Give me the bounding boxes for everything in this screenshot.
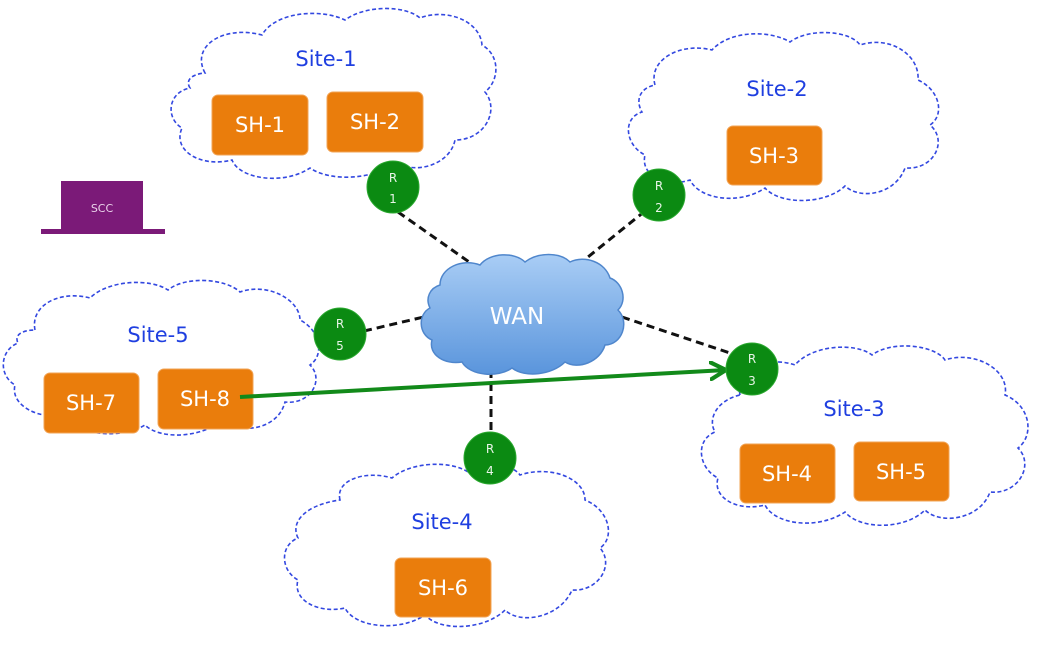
- laptop-base: [41, 229, 165, 234]
- router-label-line2: 2: [655, 201, 663, 215]
- router-r4[interactable]: R 4: [463, 431, 517, 485]
- wan-label: WAN: [490, 304, 544, 330]
- host-label: SH-8: [180, 387, 230, 411]
- router-r3[interactable]: R 3: [725, 342, 779, 396]
- host-label: SH-6: [418, 576, 468, 600]
- laptop-icon: [61, 181, 143, 230]
- site-2-cloud: Site-2 SH-3: [627, 31, 940, 202]
- router-label-line1: R: [486, 442, 494, 456]
- router-label-line2: 3: [748, 374, 756, 388]
- link-r5-wan: [363, 314, 429, 333]
- router-label-line2: 1: [389, 192, 397, 206]
- router-r5[interactable]: R 5: [313, 307, 367, 361]
- site-3-cloud: Site-3 SH-4 SH-5: [700, 345, 1029, 527]
- router-label-line1: R: [389, 171, 397, 185]
- router-label-line1: R: [655, 179, 663, 193]
- host-label: SH-5: [876, 460, 926, 484]
- host-sh-7[interactable]: SH-7: [43, 372, 140, 434]
- router-label-line1: R: [748, 352, 756, 366]
- link-r2-wan: [587, 209, 646, 259]
- router-label-line2: 4: [486, 464, 494, 478]
- site-4-cloud: Site-4 SH-6: [283, 463, 610, 628]
- site-2-label: Site-2: [746, 77, 807, 101]
- host-sh-5[interactable]: SH-5: [853, 441, 950, 502]
- link-r1-wan: [397, 210, 473, 266]
- router-label-line1: R: [336, 317, 344, 331]
- site-2-cloud-outline: [627, 31, 940, 202]
- host-label: SH-1: [235, 113, 285, 137]
- wan-cloud-shape: [420, 253, 625, 375]
- site-5-cloud-outline: [2, 279, 320, 436]
- host-label: SH-3: [749, 144, 799, 168]
- router-r2[interactable]: R 2: [632, 168, 686, 222]
- site-5-cloud: Site-5 SH-7 SH-8: [2, 279, 320, 436]
- wan-links: [363, 209, 731, 436]
- host-sh-1[interactable]: SH-1: [211, 94, 309, 156]
- link-r3-wan: [621, 315, 731, 355]
- site-1-cloud-outline: [170, 7, 497, 180]
- site-3-cloud-outline: [700, 345, 1029, 527]
- site-5-label: Site-5: [127, 323, 188, 347]
- site-3-label: Site-3: [823, 397, 884, 421]
- host-sh-4[interactable]: SH-4: [739, 443, 836, 504]
- scc-label: SCC: [91, 202, 114, 215]
- host-label: SH-4: [762, 462, 812, 486]
- flow-arrow-sh8-to-r3: [239, 370, 726, 399]
- host-sh-2[interactable]: SH-2: [326, 91, 424, 153]
- host-sh-3[interactable]: SH-3: [726, 125, 823, 186]
- host-label: SH-2: [350, 110, 400, 134]
- router-label-line2: 5: [336, 339, 344, 353]
- site-1-label: Site-1: [295, 47, 356, 71]
- site-4-label: Site-4: [411, 510, 472, 534]
- router-r1[interactable]: R 1: [366, 160, 420, 214]
- scc-laptop[interactable]: SCC: [41, 181, 165, 234]
- wan-cloud[interactable]: WAN: [420, 253, 625, 375]
- host-sh-8[interactable]: SH-8: [157, 368, 254, 430]
- host-label: SH-7: [66, 391, 116, 415]
- site-1-cloud: Site-1 SH-1 SH-2: [170, 7, 497, 180]
- host-sh-6[interactable]: SH-6: [394, 557, 492, 618]
